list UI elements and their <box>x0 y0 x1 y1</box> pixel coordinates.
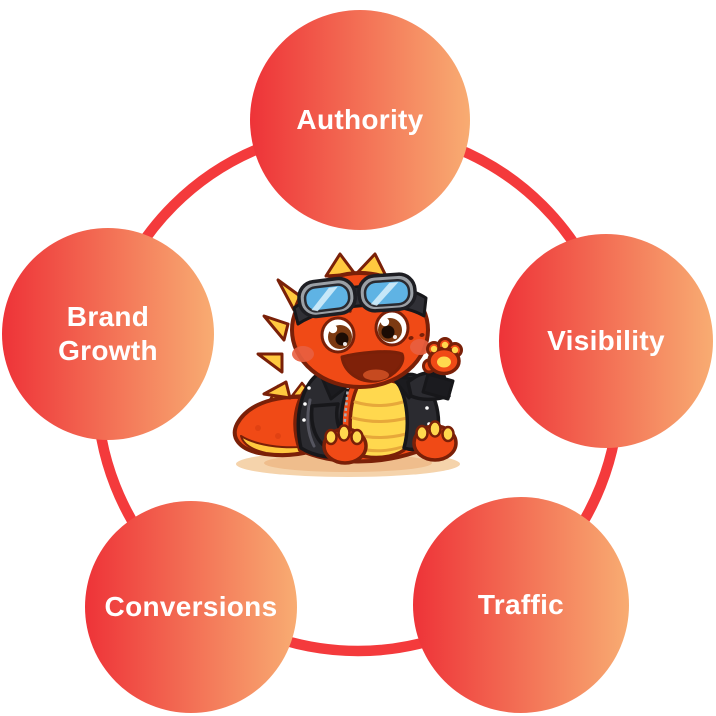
node-visibility: Visibility <box>499 234 713 448</box>
dino-mascot-icon <box>232 252 463 477</box>
node-conversions-label: Conversions <box>104 591 278 623</box>
mascot-goggles-icon <box>292 272 428 326</box>
node-conversions: Conversions <box>85 501 297 713</box>
node-traffic-label: Traffic <box>477 589 565 621</box>
node-authority-label: Authority <box>296 104 424 136</box>
mascot-paws <box>322 420 458 465</box>
mascot-waving-arm <box>406 337 463 402</box>
node-authority: Authority <box>250 10 470 230</box>
node-brand-growth: Brand Growth <box>2 228 214 440</box>
node-traffic: Traffic <box>413 497 629 713</box>
node-brand-growth-label: Brand Growth <box>58 301 158 366</box>
node-visibility-label: Visibility <box>547 325 665 357</box>
